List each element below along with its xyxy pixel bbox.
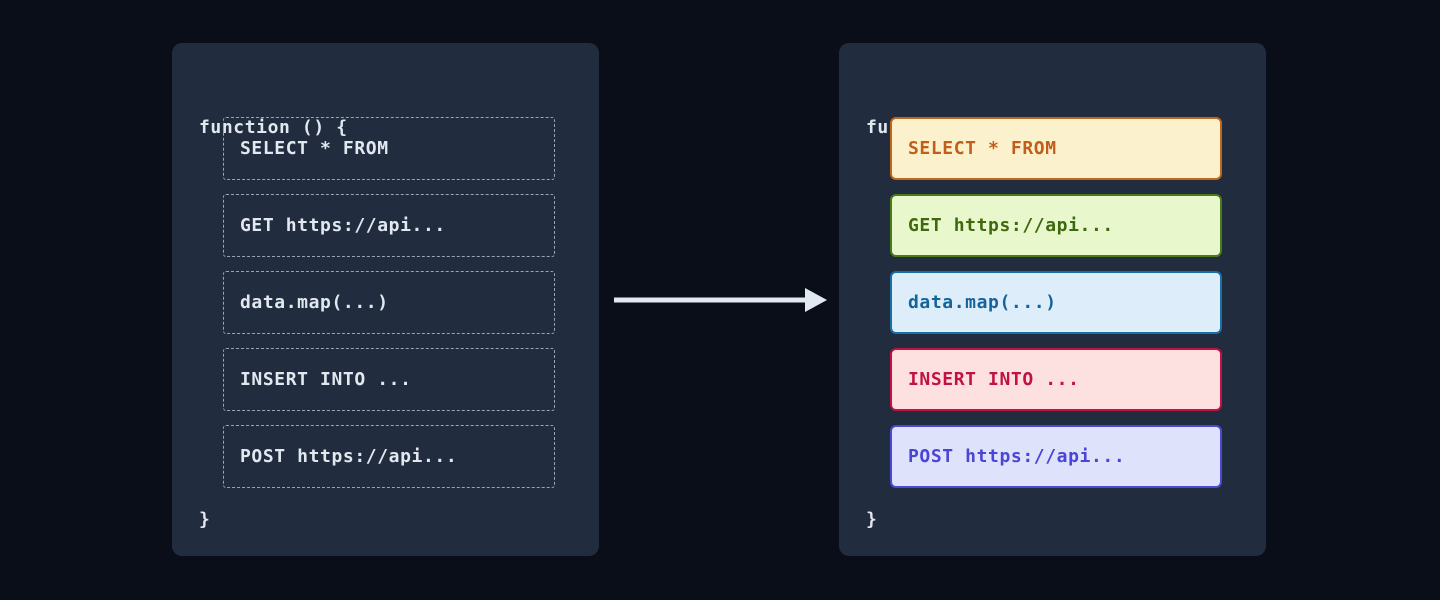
- function-close-line: }: [199, 509, 211, 530]
- highlighted-code-line-http-post: POST https://api...: [890, 425, 1222, 488]
- code-line: data.map(...): [223, 271, 555, 334]
- function-close-line: }: [866, 509, 878, 530]
- code-line: SELECT * FROM: [223, 117, 555, 180]
- highlighted-code-line-http-get: GET https://api...: [890, 194, 1222, 257]
- arrow-icon: [614, 288, 827, 312]
- code-line: GET https://api...: [223, 194, 555, 257]
- code-line: POST https://api...: [223, 425, 555, 488]
- after-code-panel: function () { SELECT * FROM GET https://…: [839, 43, 1266, 556]
- highlighted-code-line-js-map: data.map(...): [890, 271, 1222, 334]
- before-code-panel: function () { SELECT * FROM GET https://…: [172, 43, 599, 556]
- code-line: INSERT INTO ...: [223, 348, 555, 411]
- highlighted-code-line-sql-select: SELECT * FROM: [890, 117, 1222, 180]
- function-open-line: function () {: [199, 117, 348, 138]
- highlighted-code-line-sql-insert: INSERT INTO ...: [890, 348, 1222, 411]
